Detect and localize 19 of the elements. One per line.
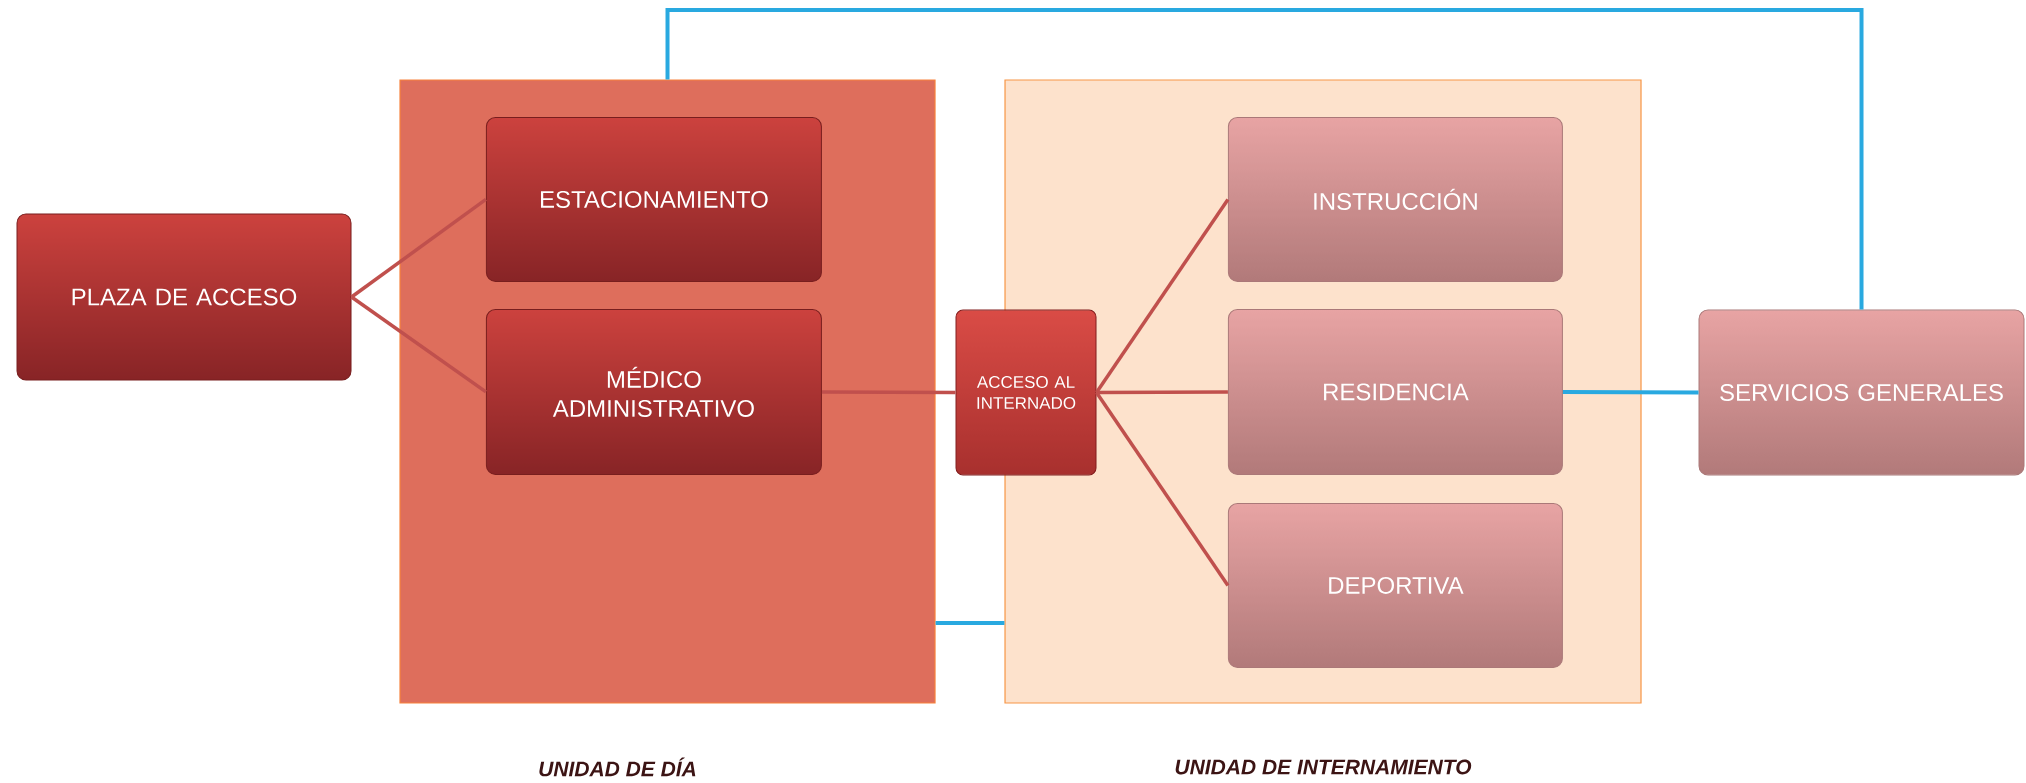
process-box: ACCESO AL INTERNADO bbox=[955, 309, 1097, 476]
connector-line bbox=[350, 197, 487, 299]
zone-heading: UNIDAD DE INTERNAMIENTO bbox=[1175, 759, 1472, 775]
connector-line bbox=[665, 8, 1864, 310]
process-box: MÉDICO ADMINISTRATIVO bbox=[485, 308, 822, 475]
process-box: SERVICIOS GENERALES bbox=[1698, 309, 2025, 476]
connector-line bbox=[821, 390, 956, 395]
connector-line bbox=[935, 621, 1005, 625]
connector-line bbox=[1562, 389, 1699, 395]
process-box: INSTRUCCIÓN bbox=[1227, 116, 1563, 282]
connector-line bbox=[1095, 391, 1230, 587]
process-box: ESTACIONAMIENTO bbox=[485, 116, 822, 282]
connector-line bbox=[350, 295, 487, 394]
process-box: DEPORTIVA bbox=[1227, 502, 1563, 668]
process-box: RESIDENCIA bbox=[1227, 308, 1563, 475]
zone-heading: UNIDAD DE DÍA bbox=[539, 757, 696, 777]
process-box: PLAZA DE ACCESO bbox=[16, 213, 352, 381]
connector-line bbox=[1096, 390, 1228, 395]
connector-line bbox=[1095, 198, 1230, 394]
